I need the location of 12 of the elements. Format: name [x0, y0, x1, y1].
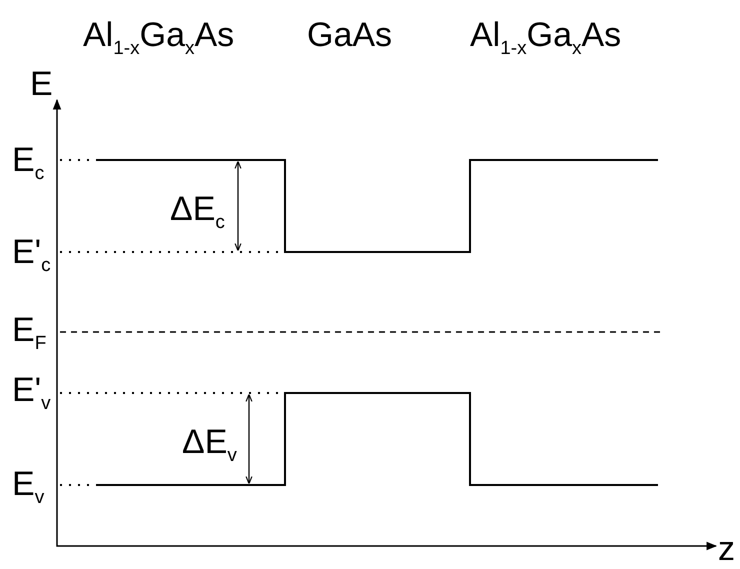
material-label: GaAs [307, 18, 392, 52]
energy-level-label: E'$_{c}$ [12, 235, 51, 269]
energy-level-label: E$_{c}$ [12, 143, 44, 177]
energy-level-label: E$_{F}$ [12, 313, 46, 347]
material-label: Al$_{1-x}$Ga$_{x}$As [83, 18, 234, 52]
energy-level-label: E'$_{v}$ [12, 373, 51, 407]
band-offset-label: ΔE$_{c}$ [170, 192, 225, 226]
material-label: Al$_{1-x}$Ga$_{x}$As [470, 18, 622, 52]
energy-level-label: E$_{v}$ [12, 467, 44, 501]
axis-label: z [718, 532, 735, 566]
axis-label: E [30, 67, 53, 101]
band-offset-label: ΔE$_{v}$ [182, 425, 237, 459]
